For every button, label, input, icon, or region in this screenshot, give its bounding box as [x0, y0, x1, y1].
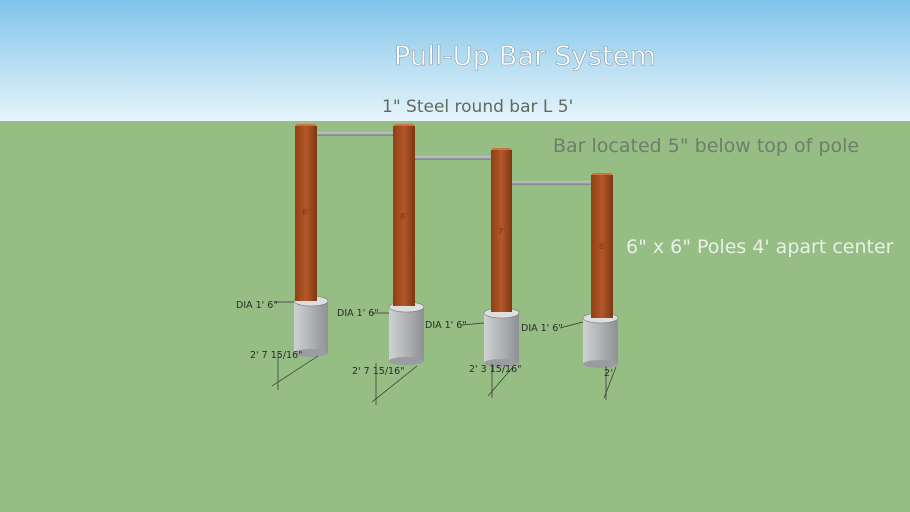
post-2-diameter-label: DIA 1' 6"	[337, 308, 379, 319]
footing-3	[483, 307, 520, 367]
post-1-depth-label: 2' 7 15/16"	[250, 350, 303, 361]
diagram-title: Pull-Up Bar System	[394, 41, 657, 73]
post-2-depth-label: 2' 7 15/16"	[352, 366, 405, 377]
bar-annotation: 1" Steel round bar L 5'	[382, 97, 574, 117]
post-4-depth-label: 2'	[604, 368, 613, 379]
post-2	[393, 124, 415, 306]
sky-background	[0, 0, 910, 121]
post-1-diameter-label: DIA 1' 6"	[236, 300, 278, 311]
footing-4	[582, 312, 619, 368]
footing-1	[293, 295, 329, 357]
post-4-height-label: 6'	[599, 242, 607, 251]
ground-plane	[0, 121, 910, 512]
post-4-diameter-label: DIA 1' 6"	[521, 323, 563, 334]
post-3-depth-label: 2' 3 15/16"	[469, 364, 522, 375]
bar-location-annotation: Bar located 5" below top of pole	[553, 135, 860, 157]
steel-bar-1	[315, 132, 395, 136]
dimension-lines	[271, 301, 617, 405]
post-4	[591, 173, 613, 318]
steel-bar-3	[510, 181, 596, 185]
poles-annotation: 6" x 6" Poles 4' apart center	[626, 236, 894, 258]
post-3	[491, 148, 512, 312]
post-1-height-label: 8'	[302, 208, 310, 217]
footing-2	[388, 301, 425, 365]
post-2-height-label: 8'	[400, 212, 408, 221]
post-3-height-label: 7'	[498, 227, 506, 236]
post-3-diameter-label: DIA 1' 6"	[425, 320, 467, 331]
post-1	[295, 124, 317, 301]
steel-bar-2	[413, 156, 493, 160]
